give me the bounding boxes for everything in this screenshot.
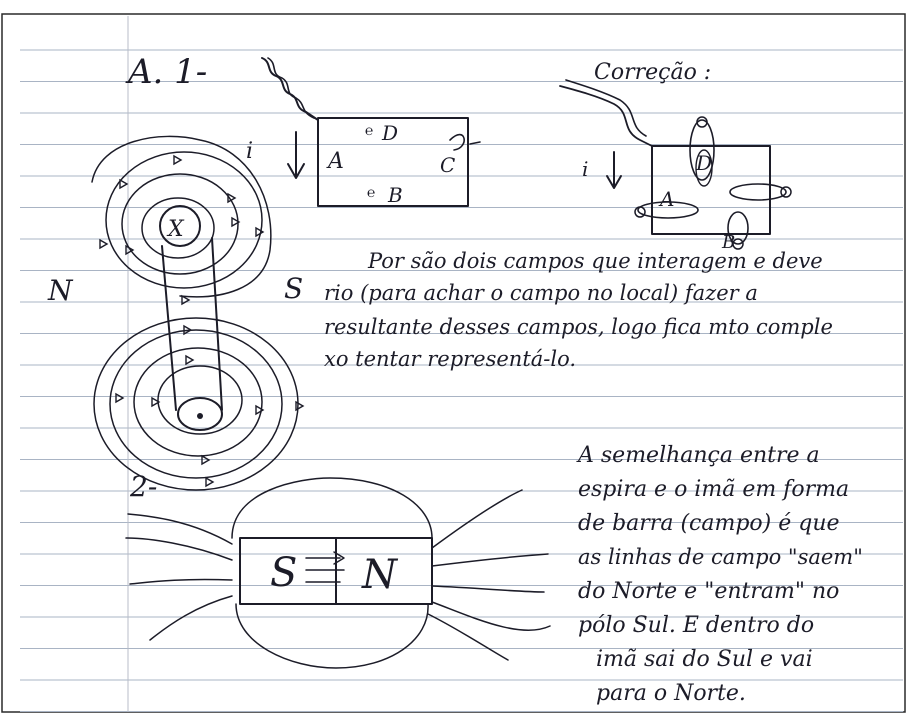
paragraph-1-line-1: Por são dois campos que interagem e deve: [367, 249, 823, 273]
magnet-n-label: N: [361, 552, 399, 598]
paragraph-2-line-8: para o Norte.: [596, 681, 746, 706]
pole-s-left: S: [284, 272, 303, 305]
current-out-dot: [197, 413, 203, 419]
side-a-label: A: [326, 149, 344, 174]
small-mark-d: ℮: [365, 123, 373, 139]
paragraph-2-line-3: de barra (campo) é que: [578, 511, 840, 536]
correction-label: Correção :: [594, 60, 711, 85]
small-mark-b: ℮: [367, 185, 375, 201]
paragraph-1-line-3: resultante desses campos, logo fica mto …: [324, 315, 833, 339]
current-i-label: i: [246, 139, 253, 164]
paragraph-2-line-4: as linhas de campo "saem": [578, 545, 863, 569]
side-b-label: B: [387, 183, 403, 207]
paragraph-2-line-5: do Norte e "entram" no: [578, 579, 839, 604]
current-i-right-label: i: [582, 157, 588, 181]
paragraph-2-line-2: espira e o imã em forma: [578, 477, 849, 502]
paragraph-1-line-4: xo tentar representá-lo.: [324, 347, 576, 371]
question-2-label: 2-: [129, 470, 157, 503]
paragraph-2-line-7: imã sai do Sul e vai: [596, 647, 813, 672]
question-1-label: A. 1-: [125, 52, 207, 92]
paragraph-2-line-6: pólo Sul. E dentro do: [578, 613, 814, 638]
correction-a-label: A: [658, 187, 674, 211]
paragraph-2-line-1: A semelhança entre a: [576, 443, 820, 468]
magnet-s-label: S: [270, 550, 297, 596]
side-d-label: D: [381, 121, 398, 145]
paragraph-1-line-2: rio (para achar o campo no local) fazer …: [324, 281, 758, 305]
side-c-label: C: [440, 153, 455, 177]
cross-symbol-label: X: [166, 217, 185, 242]
pole-n-left: N: [47, 274, 74, 307]
